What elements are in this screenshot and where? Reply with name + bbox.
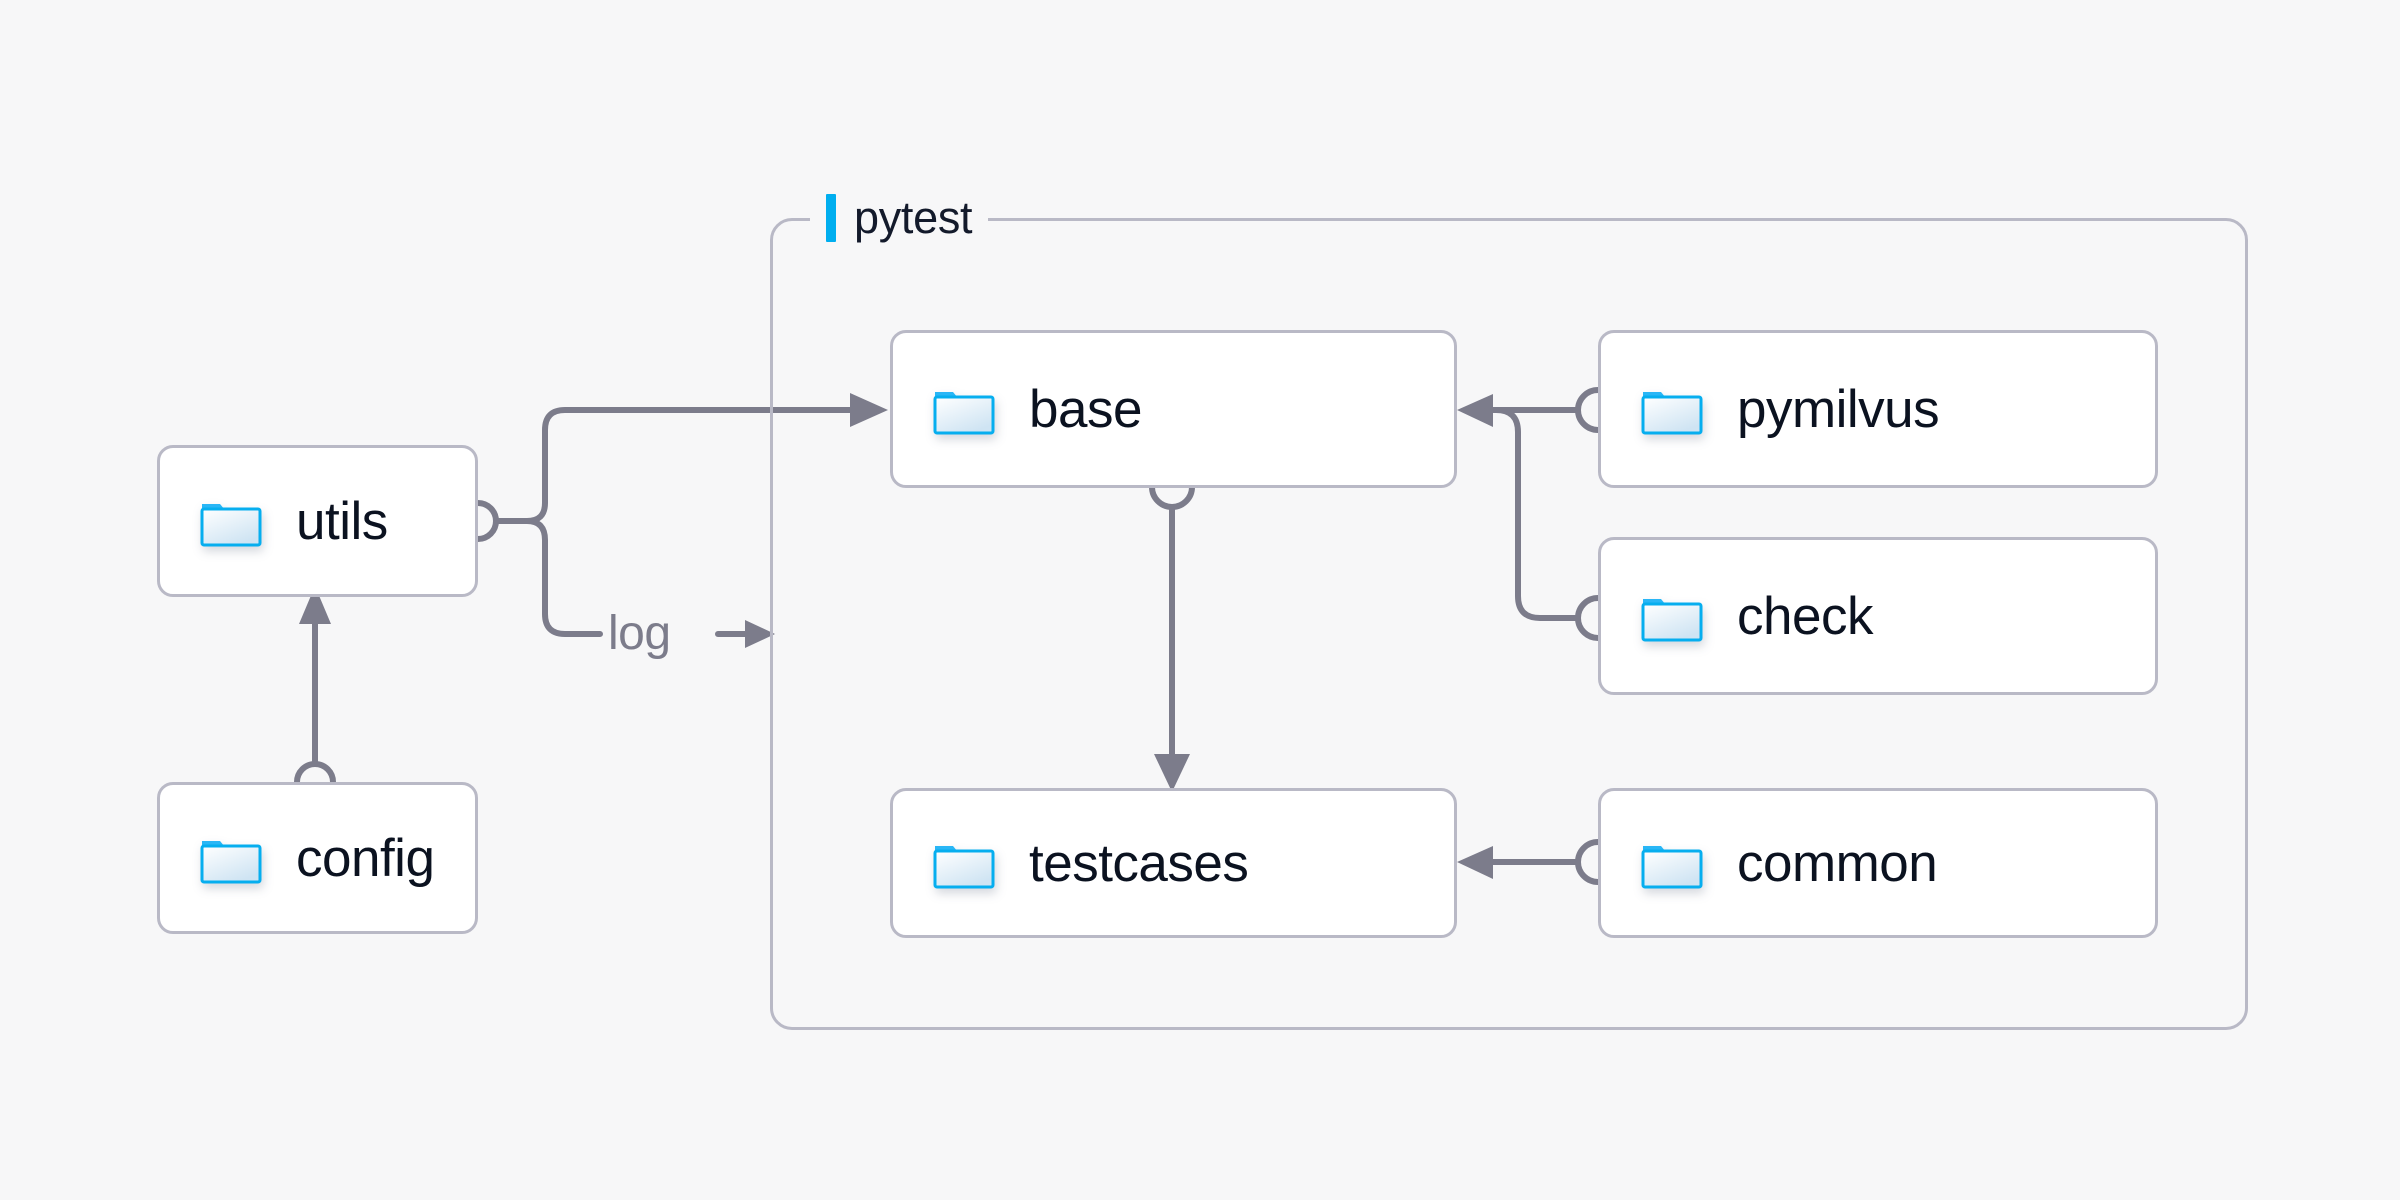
node-pymilvus[interactable]: pymilvus [1598, 330, 2158, 488]
edge-label-log: log [608, 607, 671, 660]
node-label: base [1029, 379, 1142, 439]
node-testcases[interactable]: testcases [890, 788, 1457, 938]
node-label: common [1737, 833, 1938, 893]
node-common[interactable]: common [1598, 788, 2158, 938]
group-pytest-label: pytest [810, 190, 989, 246]
node-label: check [1737, 586, 1873, 646]
group-accent-bar [826, 194, 836, 242]
folder-icon [1641, 837, 1703, 889]
folder-icon [1641, 590, 1703, 642]
edge-config-to-utils [294, 586, 336, 803]
group-pytest [770, 218, 2248, 1030]
folder-icon [933, 383, 995, 435]
node-label: testcases [1029, 833, 1249, 893]
node-label: config [296, 828, 435, 888]
node-utils[interactable]: utils [157, 445, 478, 597]
folder-icon [1641, 383, 1703, 435]
folder-icon [933, 837, 995, 889]
node-check[interactable]: check [1598, 537, 2158, 695]
node-config[interactable]: config [157, 782, 478, 934]
node-base[interactable]: base [890, 330, 1457, 488]
group-title: pytest [854, 192, 973, 243]
folder-icon [200, 495, 262, 547]
node-label: utils [296, 491, 388, 551]
folder-icon [200, 832, 262, 884]
node-label: pymilvus [1737, 379, 1940, 439]
